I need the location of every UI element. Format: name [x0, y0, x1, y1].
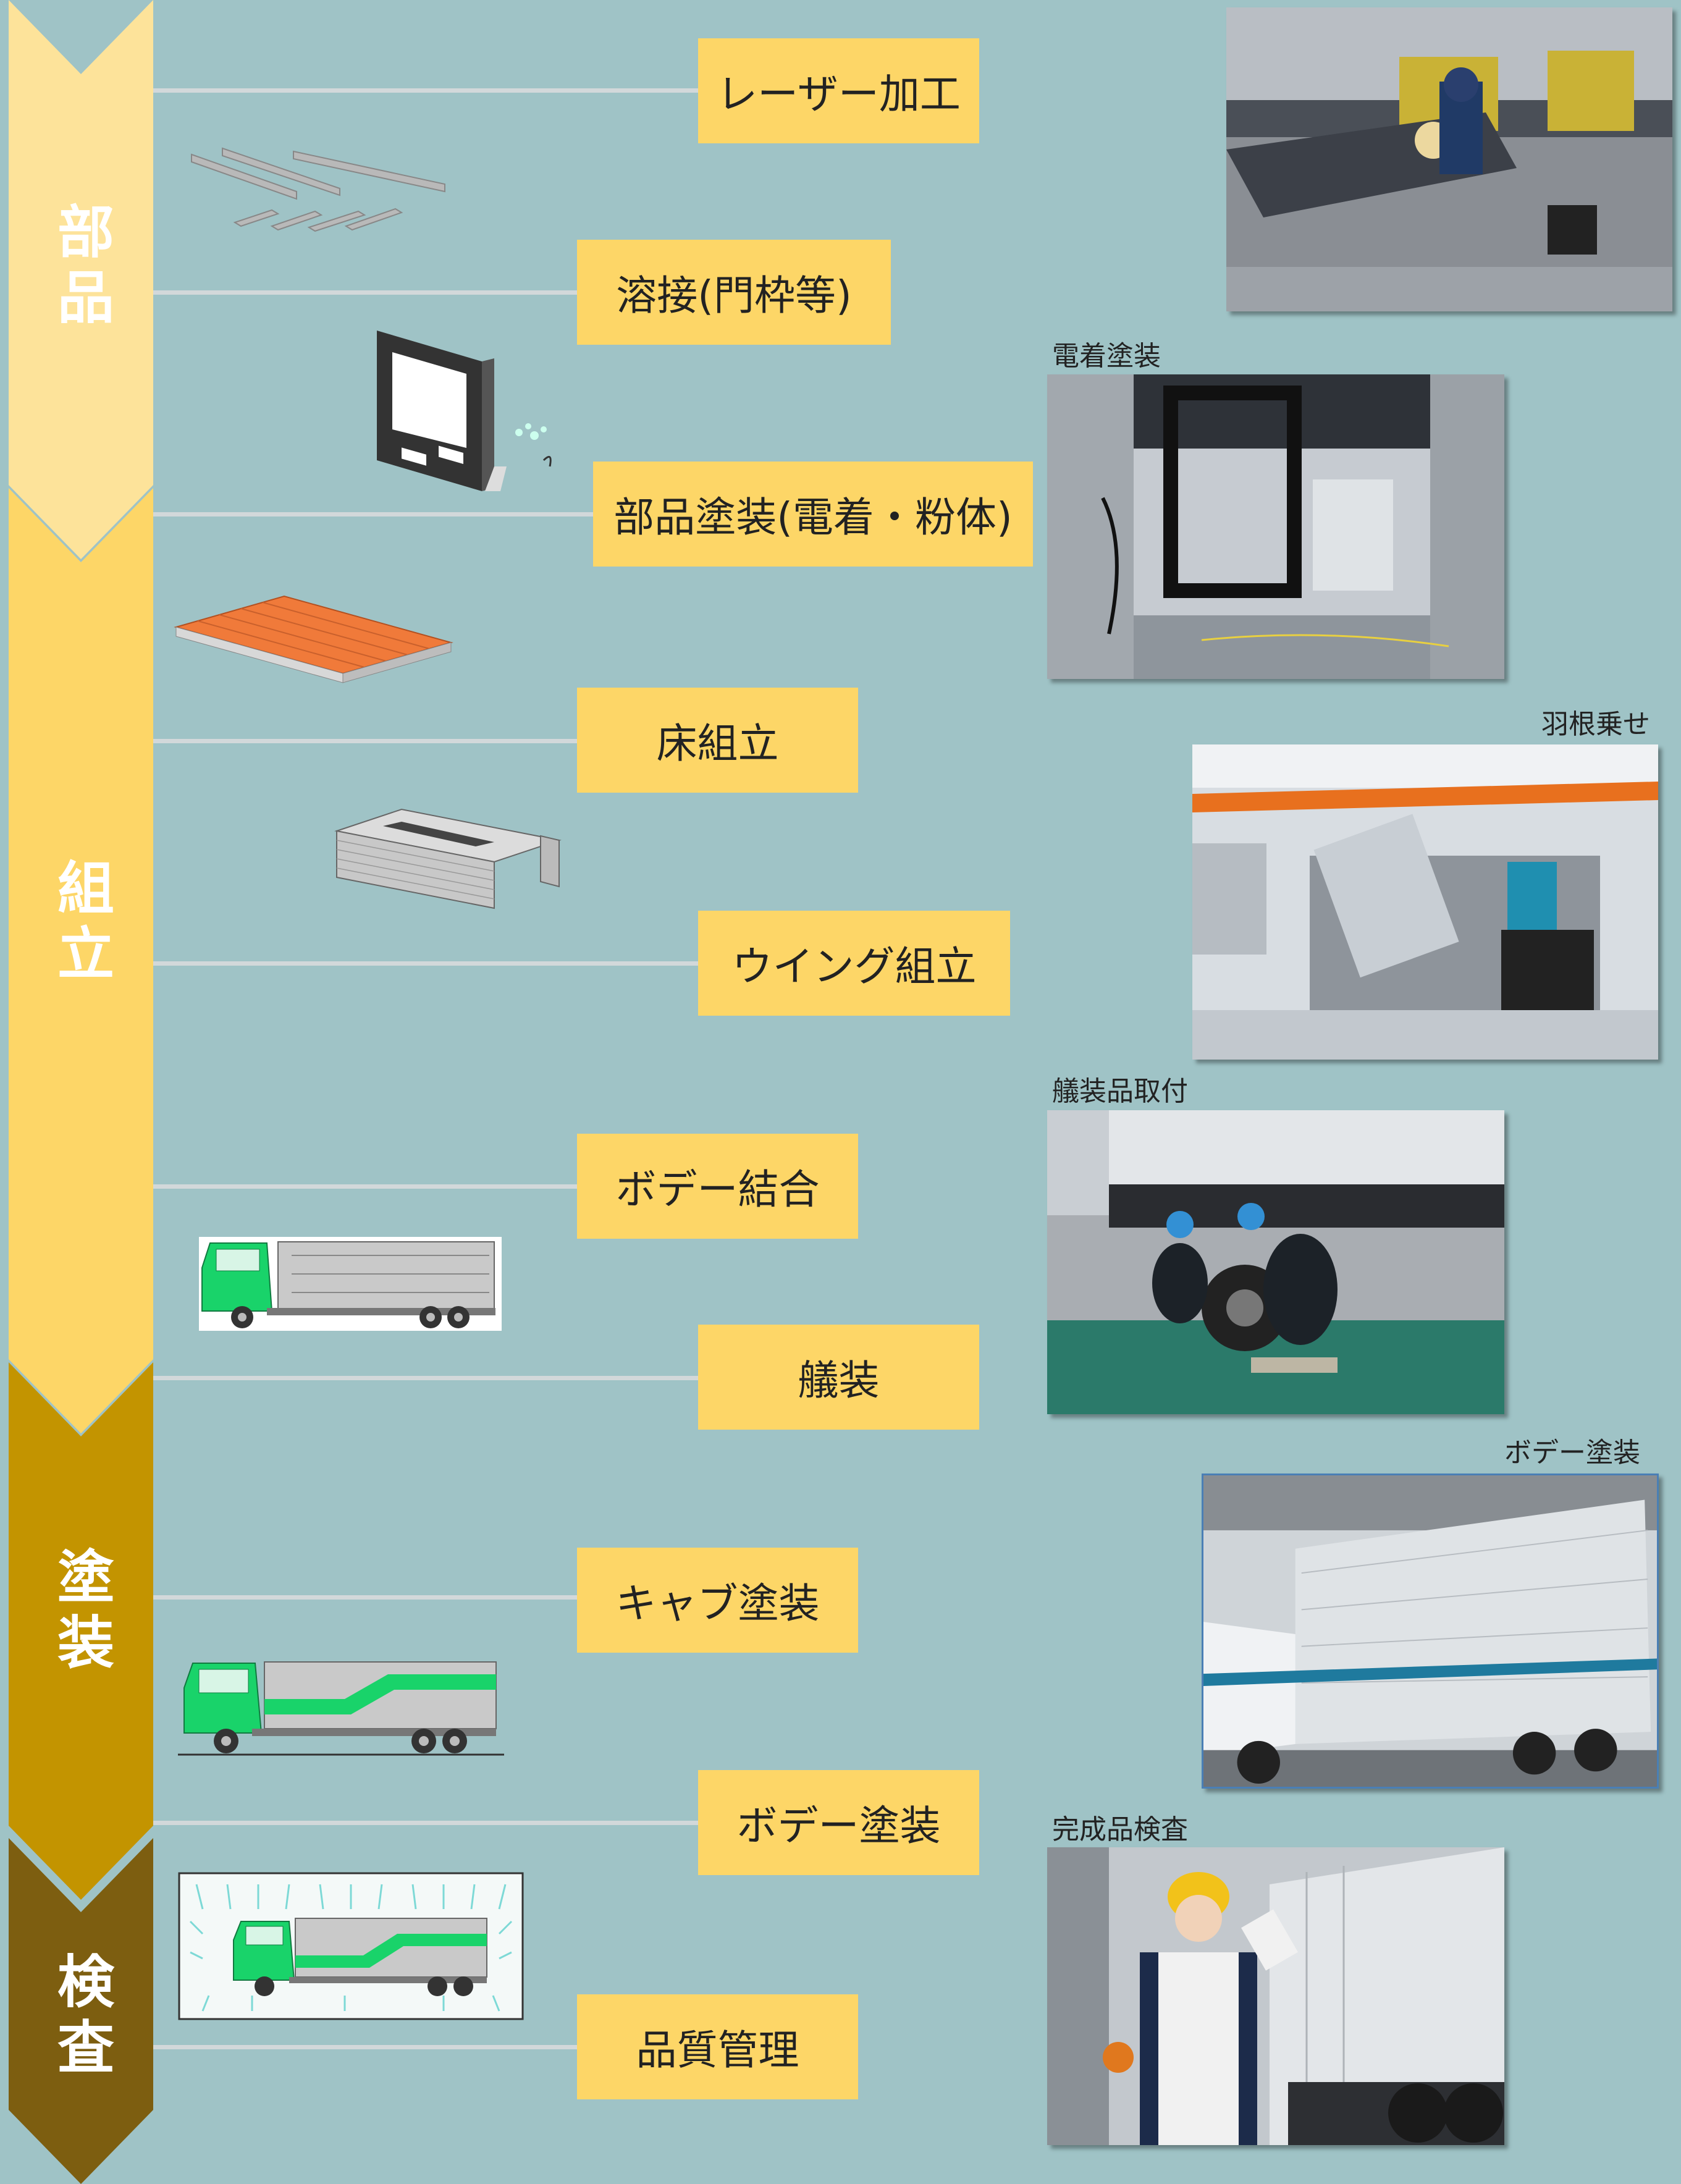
- door-frame-illustration: [371, 324, 575, 497]
- stage-label-painting: 塗装: [48, 1547, 114, 1678]
- wing-panel-illustration: [334, 806, 562, 911]
- body-painting-photo: [1202, 1474, 1659, 1789]
- step-welding: 溶接(門枠等): [577, 240, 891, 345]
- stage-parts: 部品: [9, 0, 153, 559]
- photo-caption: 完成品検査: [1052, 1814, 1188, 1845]
- connector-line: [153, 88, 698, 93]
- photo-caption: ボデー塗装: [1504, 1437, 1640, 1469]
- step-laser-cutting: レーザー加工: [698, 38, 979, 143]
- stage-label-inspection: 検査: [48, 1952, 114, 2083]
- connector-line: [153, 1376, 698, 1380]
- connector-line: [153, 961, 698, 966]
- stage-assembly: 組立: [9, 488, 153, 1433]
- connector-line: [153, 739, 577, 743]
- electrodeposition-photo: [1047, 374, 1504, 679]
- welding-photo: [1226, 7, 1672, 311]
- stage-label-assembly: 組立: [48, 858, 114, 989]
- truck-cab-painted-illustration: [178, 1656, 504, 1761]
- photo-caption: 電着塗装: [1052, 340, 1161, 372]
- step-parts-painting: 部品塗装(電着・粉体): [593, 462, 1033, 567]
- connector-line: [153, 2045, 577, 2049]
- step-floor-assembly: 床組立: [577, 688, 858, 793]
- connector-line: [153, 290, 577, 295]
- step-outfitting: 艤装: [698, 1325, 979, 1430]
- step-body-painting: ボデー塗装: [698, 1770, 979, 1875]
- outfitting-photo: [1047, 1110, 1504, 1414]
- stage-label-parts: 部品: [48, 201, 114, 333]
- connector-line: [153, 1821, 698, 1825]
- connector-line: [153, 1595, 577, 1600]
- connector-line: [153, 512, 593, 516]
- photo-caption: 艤装品取付: [1052, 1076, 1188, 1107]
- stage-painting: 塗装: [9, 1362, 153, 1900]
- steel-bars-illustration: [185, 142, 451, 235]
- truck-inspection-illustration: [178, 1872, 524, 2020]
- wing-mounting-photo: [1192, 744, 1658, 1060]
- final-inspection-photo: [1047, 1847, 1504, 2145]
- connector-line: [153, 1184, 577, 1189]
- step-quality-control: 品質管理: [577, 1994, 858, 2099]
- photo-caption: 羽根乗せ: [1541, 709, 1650, 740]
- floor-panel-illustration: [173, 590, 454, 689]
- step-wing-assembly: ウイング組立: [698, 911, 1010, 1016]
- step-cab-painting: キャブ塗装: [577, 1548, 858, 1653]
- truck-body-joined-illustration: [199, 1237, 502, 1331]
- step-body-joining: ボデー結合: [577, 1134, 858, 1239]
